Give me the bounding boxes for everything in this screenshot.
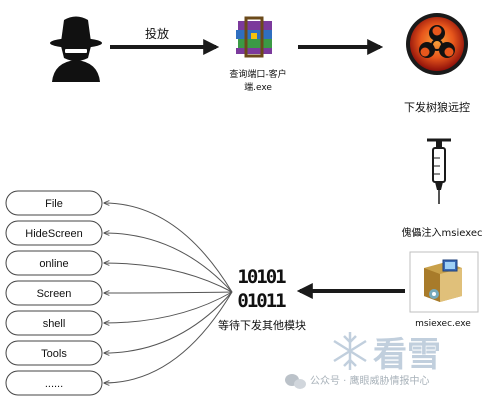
biohazard-icon — [406, 13, 468, 75]
module-label: Tools — [41, 348, 67, 360]
deliver-label: 投放 — [145, 26, 169, 41]
module-pill — [5, 310, 103, 336]
module-arrow — [104, 233, 233, 293]
wait-modules-label: 等待下发其他模块 — [218, 318, 306, 332]
module-label: Screen — [37, 288, 72, 300]
msiexec-file-label: msiexec.exe — [415, 319, 471, 329]
snowflake-icon — [333, 332, 367, 370]
module-label: HideScreen — [25, 228, 82, 240]
module-pill — [5, 250, 103, 276]
binary-row-1: 10101 — [237, 266, 286, 288]
trojan-deploy-label: 下发树狼远控 — [404, 100, 470, 114]
module-pill — [5, 190, 103, 216]
module-pill — [5, 370, 103, 396]
module-label: shell — [43, 318, 66, 330]
module-arrow — [104, 203, 233, 293]
client-file-label-line1: 查询端口-客户 — [229, 68, 286, 80]
winrar-books-icon — [236, 16, 272, 58]
watermark-brand: 看雪 — [373, 335, 441, 375]
module-arrow — [104, 292, 233, 293]
module-label: ...... — [45, 378, 63, 390]
module-pill — [5, 220, 103, 246]
module-pill — [5, 280, 103, 306]
module-label: File — [45, 198, 63, 210]
installer-box-icon — [409, 251, 479, 313]
binary-row-2: 01011 — [237, 290, 286, 312]
watermark-account: 公众号 · 鹰眼威胁情报中心 — [310, 374, 430, 387]
module-label: online — [39, 258, 68, 270]
module-pill — [5, 340, 103, 366]
module-arrow — [104, 291, 233, 323]
watermark: 看雪 公众号 · 鹰眼威胁情报中心 — [285, 332, 441, 389]
inject-label: 傀儡注入msiexec — [402, 226, 483, 239]
module-arrow — [104, 291, 233, 353]
wechat-icon — [285, 374, 306, 389]
module-arrow — [104, 263, 233, 293]
client-file-label-line2: 端.exe — [244, 81, 272, 93]
hacker-hat-icon — [50, 16, 102, 82]
syringe-icon — [427, 138, 451, 204]
module-arrow — [104, 291, 233, 383]
binary-data-icon: 10101 01011 — [237, 266, 288, 312]
module-links — [104, 203, 233, 383]
